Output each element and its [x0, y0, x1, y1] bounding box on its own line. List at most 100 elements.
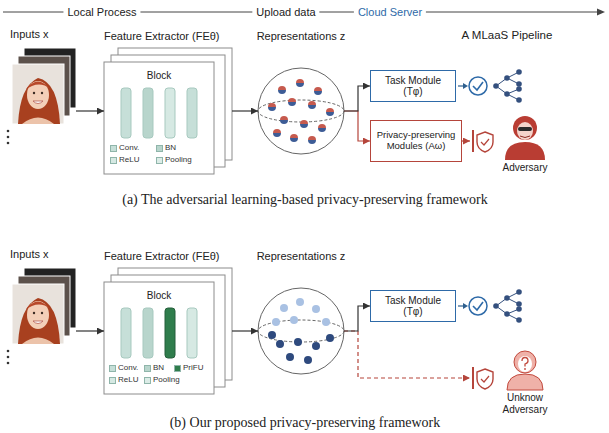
module-label: Task Module (Tφ) — [381, 75, 445, 98]
adversary-label: Adversary — [495, 162, 555, 174]
legend-text: Conv. — [118, 364, 138, 372]
adversary-icon — [505, 142, 545, 160]
representation-space: Representations z — [258, 68, 344, 154]
legend-text: Conv. — [119, 144, 139, 152]
privacy-shield — [477, 369, 493, 389]
network-block-layers — [121, 308, 131, 358]
representation-dots — [268, 103, 276, 111]
header-rule — [597, 9, 605, 16]
flow-arrow — [344, 111, 370, 141]
node-heading: Inputs x — [10, 28, 49, 41]
representation-dots — [290, 134, 298, 142]
legend-text: ReLU — [119, 156, 139, 164]
adversary-icon — [520, 136, 530, 138]
flow-arrow — [462, 140, 470, 141]
unknown-adversary-icon — [507, 351, 543, 390]
legend-swatch — [110, 157, 117, 164]
feature-extractor: Feature Extractor (FEθ)BlockConv.BNReLUP… — [104, 48, 232, 174]
representation-dots — [312, 342, 320, 350]
panel-a-illustration — [7, 48, 522, 174]
legend-item: Pooling — [156, 156, 192, 164]
network-block-layers — [187, 88, 197, 138]
block-label: Block — [104, 70, 214, 82]
unknown-adversary-icon — [514, 351, 536, 373]
task-module: Task Module (Tφ) — [370, 70, 456, 102]
pipeline-label: Cloud Server — [354, 6, 426, 19]
representation-dots — [300, 120, 308, 128]
legend-text: BN — [165, 144, 176, 152]
feature-extractor: Feature Extractor (FEθ)BlockConv.BNPriFU… — [104, 268, 232, 394]
legend-swatch — [144, 377, 151, 384]
legend-text: PriFU — [183, 364, 203, 372]
panel-b-illustration — [7, 268, 543, 394]
network-block-layers — [165, 88, 175, 138]
flow-arrow — [344, 86, 370, 111]
legend-item: ReLU — [110, 156, 139, 164]
network-block-layers — [121, 88, 197, 138]
flow-arrow — [232, 110, 258, 111]
representation-dots — [272, 318, 280, 326]
representation-dots — [322, 318, 330, 326]
representation-space: Representations z — [258, 288, 344, 374]
privacy-shield — [481, 376, 489, 382]
representation-dots — [290, 316, 298, 324]
legend-item: Conv. — [110, 144, 139, 152]
representation-dots — [273, 129, 281, 137]
pipeline-label: A MLaaS Pipeline — [458, 29, 557, 42]
panel-a-illustration — [7, 48, 545, 174]
node-heading: Representations z — [257, 250, 346, 263]
adversary-icon — [517, 122, 533, 140]
module-label: Privacy-preserving Modules (Aω) — [375, 130, 457, 152]
panel-b-illustration — [7, 268, 522, 394]
privacy-shield — [481, 139, 489, 145]
representation-dots — [286, 353, 294, 361]
representation-dots — [304, 356, 312, 364]
representation-dots — [326, 108, 334, 116]
unknown-adversary-icon — [518, 356, 532, 372]
node-heading: Feature Extractor (FEθ) — [104, 250, 220, 263]
node-heading: Representations z — [257, 30, 346, 43]
privacy-module: Privacy-preserving Modules (Aω) — [370, 120, 462, 162]
flow-arrow — [344, 331, 470, 378]
legend-item: BN — [156, 144, 176, 152]
legend-swatch — [156, 145, 163, 152]
flow-arrow — [344, 306, 370, 331]
network-block-layers — [121, 88, 131, 138]
input-images: Inputs x — [10, 266, 76, 346]
legend-swatch — [109, 377, 116, 384]
representation-dots — [268, 331, 276, 339]
legend-swatch — [156, 157, 163, 164]
unknown-adversary-icon — [522, 358, 528, 367]
representation-dots — [294, 338, 302, 346]
representation-dots — [308, 101, 316, 109]
flow-arrow — [76, 110, 104, 111]
representation-dots — [288, 98, 296, 106]
legend-item: Pooling — [144, 376, 180, 384]
representation-dots — [312, 305, 320, 313]
unknown-adversary: Unknow Adversary — [470, 352, 562, 416]
node-heading: Feature Extractor (FEθ) — [104, 30, 220, 43]
adversary-label: Unknow Adversary — [500, 392, 550, 415]
legend-item: BN — [144, 364, 164, 372]
representation-dots — [318, 124, 326, 132]
adversary-icon — [505, 116, 545, 160]
legend-item: PriFU — [174, 364, 203, 372]
block-label: Block — [104, 290, 214, 302]
network-block-layers — [121, 308, 197, 358]
privacy-shield — [472, 130, 474, 152]
flow-arrow — [76, 330, 104, 331]
representation-dots — [280, 304, 288, 312]
network-block-layers — [143, 308, 153, 358]
legend-item: ReLU — [109, 376, 138, 384]
representation-dots — [268, 79, 334, 144]
network-block-layers — [165, 308, 175, 358]
representation-dots — [308, 136, 316, 144]
network-block-layers — [187, 308, 197, 358]
representation-dots — [276, 340, 284, 348]
flow-arrow — [232, 330, 258, 331]
legend-swatch — [109, 365, 116, 372]
legend-swatch — [174, 365, 181, 372]
representation-dots — [314, 87, 322, 95]
adversary-icon — [518, 127, 532, 131]
